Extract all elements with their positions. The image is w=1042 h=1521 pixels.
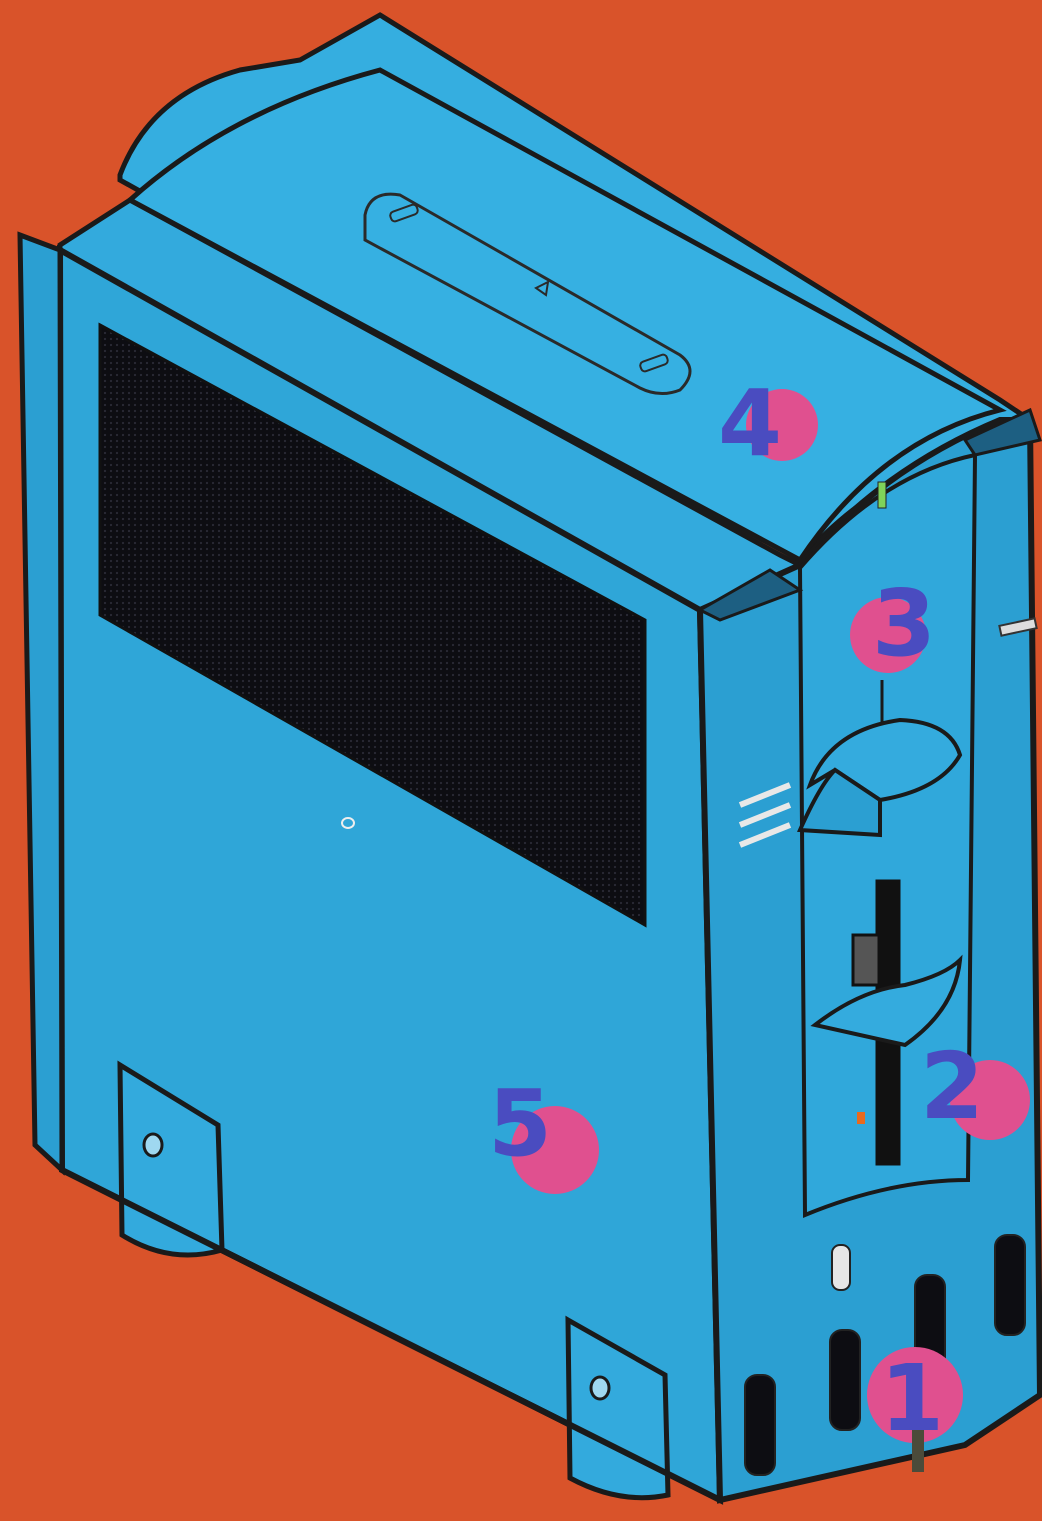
usb-port-top[interactable] <box>832 1245 850 1290</box>
usb-port[interactable] <box>995 1235 1025 1335</box>
callout-stem <box>912 1430 924 1472</box>
foot-screw <box>591 1377 609 1399</box>
power-led <box>878 482 886 508</box>
usb-port[interactable] <box>830 1330 860 1430</box>
callout-number: 3 <box>872 570 936 677</box>
usb-port[interactable] <box>745 1375 775 1475</box>
callout-number: 5 <box>488 1070 552 1177</box>
foot-screw <box>144 1134 162 1156</box>
floppy-led <box>857 1112 865 1124</box>
callout-number: 2 <box>920 1033 984 1140</box>
callout-number: 4 <box>718 370 782 477</box>
floppy-eject-button[interactable] <box>853 935 879 985</box>
